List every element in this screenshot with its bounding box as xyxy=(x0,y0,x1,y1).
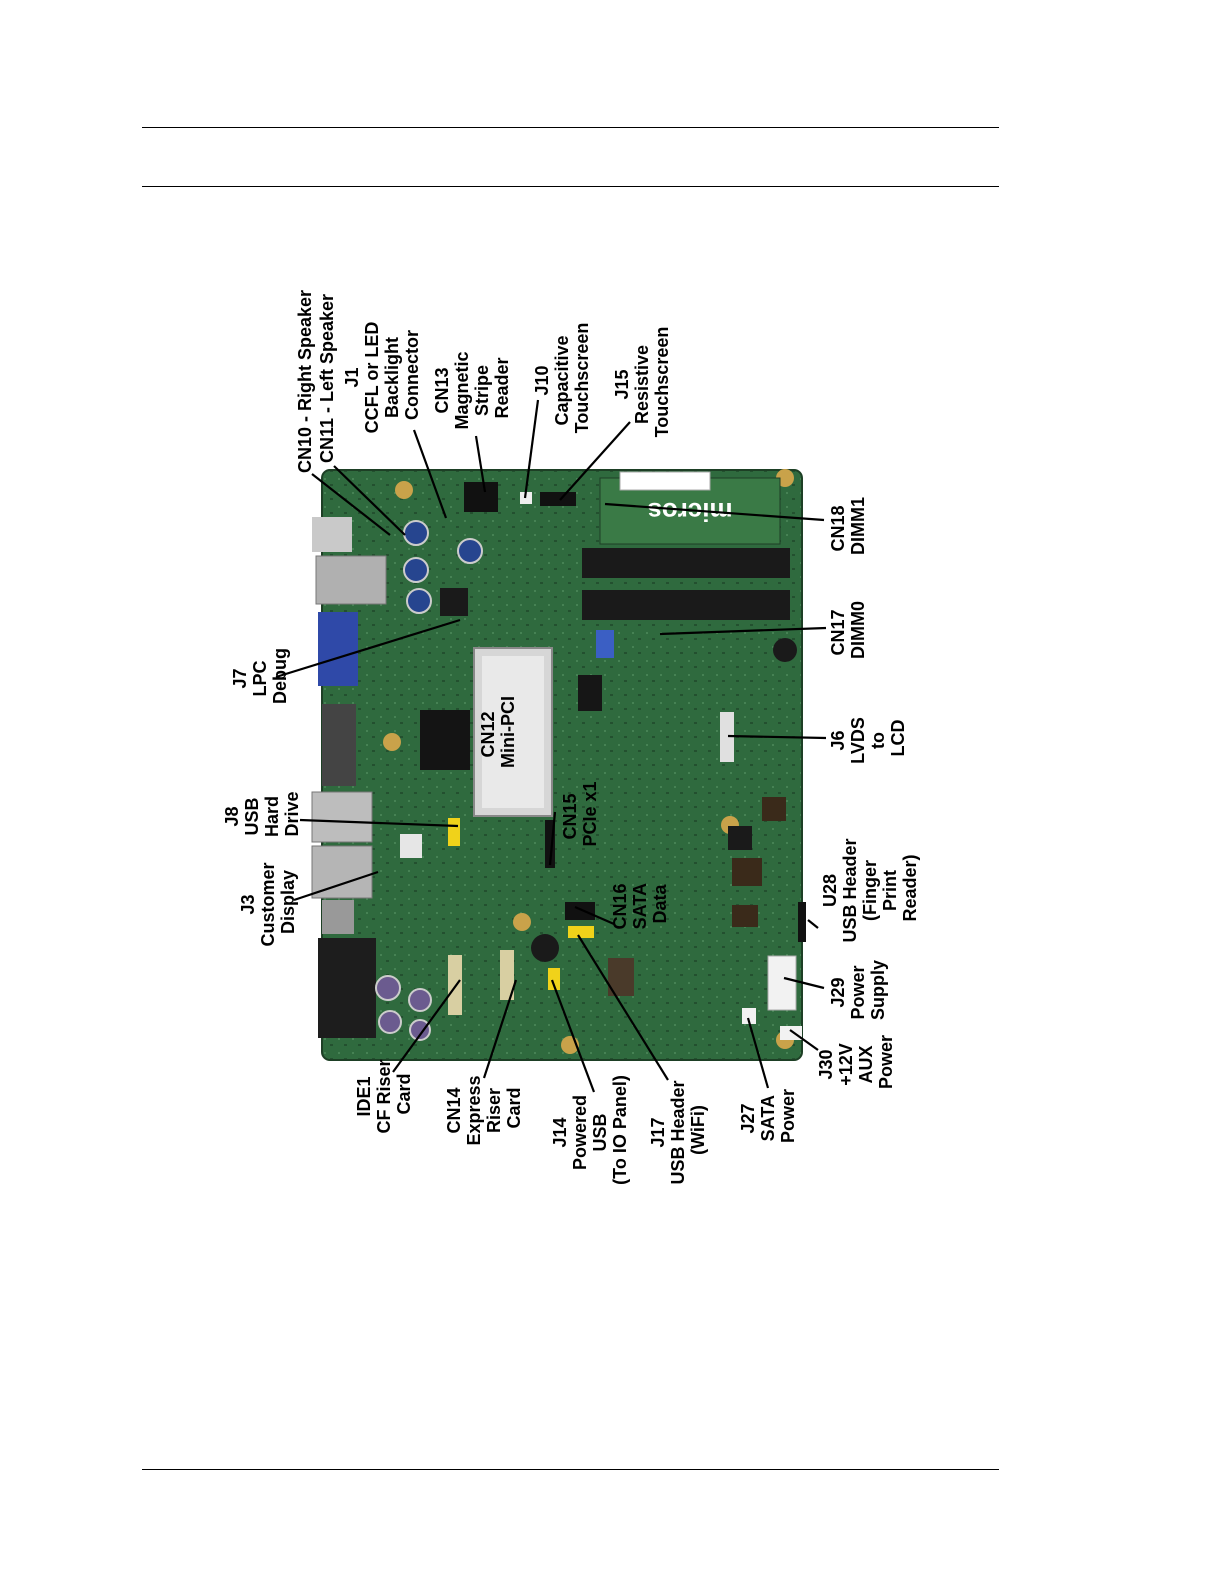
label-cn11: CN11 - Left Speaker xyxy=(317,294,337,463)
label-j1: J1 CCFL or LED Backlight Connector xyxy=(342,317,422,434)
header-rule-top xyxy=(142,127,999,128)
label-j14: J14 Powered USB (To IO Panel) xyxy=(550,1075,630,1185)
label-j10: J10 Capacitive Touchscreen xyxy=(532,323,592,434)
label-cn17: CN17 DIMM0 xyxy=(828,601,868,659)
label-j6: J6 LVDS to LCD xyxy=(828,712,908,764)
label-j3: J3 Customer Display xyxy=(238,857,298,946)
label-cn10: CN10 - Right Speaker xyxy=(295,290,315,473)
callout-labels: CN10 - Right Speaker CN11 - Left Speaker… xyxy=(222,290,920,1185)
label-j15: J15 Resistive Touchscreen xyxy=(612,327,672,438)
footer-rule xyxy=(142,1469,999,1470)
label-j29: J29 Power Supply xyxy=(828,960,888,1020)
label-u28: U28 USB Header (Finger Print Reader) xyxy=(820,833,920,942)
label-cn12: CN12 Mini-PCI xyxy=(478,696,518,768)
header-rule-bottom xyxy=(142,186,999,187)
label-cn15: CN15 PCIe x1 xyxy=(560,781,600,846)
label-j30: J30 +12V AUX Power xyxy=(816,1035,896,1089)
label-j8: J8 USB Hard Drive xyxy=(222,791,302,837)
label-j27: J27 SATA Power xyxy=(738,1089,798,1143)
callout-leader-lines xyxy=(275,399,827,1093)
label-j7: J7 LPC Debug xyxy=(230,648,290,704)
label-j17: J17 USB Header (WiFi) xyxy=(648,1075,708,1184)
label-cn13: CN13 Magnetic Stripe Reader xyxy=(432,346,512,429)
label-ide1: IDE1 CF Riser Card xyxy=(354,1054,414,1133)
label-cn16: CN16 SATA Data xyxy=(610,878,670,929)
label-cn14: CN14 Express Riser Card xyxy=(444,1070,524,1145)
label-cn18: CN18 DIMM1 xyxy=(828,497,868,555)
pcb-photo: micros xyxy=(311,469,806,1061)
